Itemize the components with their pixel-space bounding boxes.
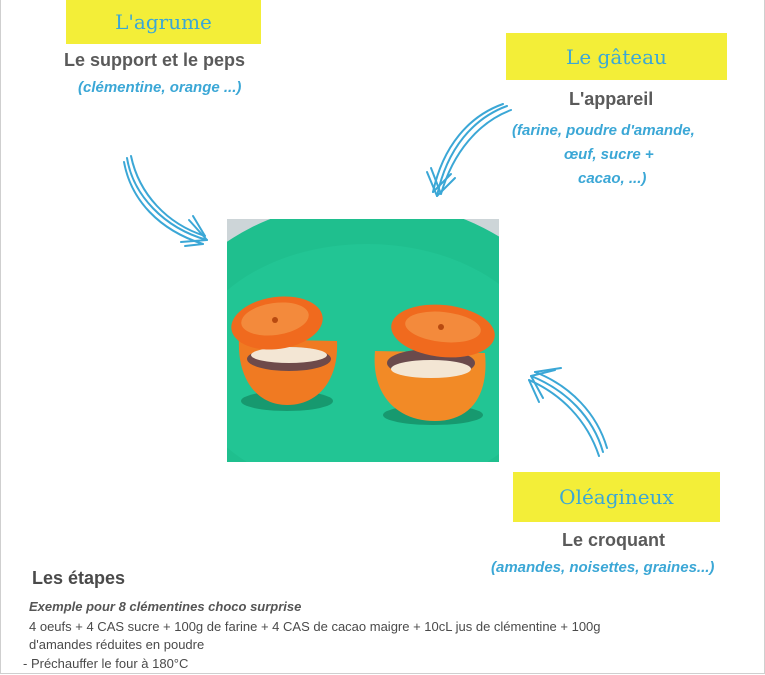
photo-illustration — [227, 219, 499, 462]
nuts-tag-label: Oléagineux — [559, 485, 674, 509]
cake-ingredients-line-1: (farine, poudre d'amande, — [512, 122, 695, 139]
recipe-ingredients-line-1: 4 oeufs + 4 CAS sucre + 100g de farine +… — [29, 619, 601, 634]
arrow-from-cake-icon — [426, 103, 512, 197]
citrus-tag-label: L'agrume — [115, 10, 212, 34]
cake-ingredients-line-2: œuf, sucre + — [564, 146, 654, 163]
arrow-from-citrus-icon — [123, 155, 208, 247]
nuts-tag: Oléagineux — [513, 472, 720, 522]
cake-heading: L'appareil — [569, 89, 654, 109]
citrus-tag: L'agrume — [66, 0, 261, 44]
nuts-ingredients: (amandes, noisettes, graines...) — [491, 559, 715, 576]
recipe-step-1: - Préchauffer le four à 180°C — [23, 656, 189, 671]
stuffed-clementines-photo — [227, 219, 499, 462]
arrow-from-nuts-icon — [528, 367, 608, 457]
nuts-heading: Le croquant — [562, 530, 666, 550]
steps-title: Les étapes — [32, 568, 126, 588]
citrus-heading: Le support et le peps — [64, 50, 246, 70]
recipe-ingredients-line-2: d'amandes réduites en poudre — [29, 637, 205, 652]
cake-tag: Le gâteau — [506, 33, 727, 80]
citrus-ingredients: (clémentine, orange ...) — [78, 79, 242, 96]
recipe-example: Exemple pour 8 clémentines choco surpris… — [29, 599, 302, 614]
cake-ingredients-line-3: cacao, ...) — [578, 170, 647, 187]
cake-tag-label: Le gâteau — [566, 44, 667, 69]
